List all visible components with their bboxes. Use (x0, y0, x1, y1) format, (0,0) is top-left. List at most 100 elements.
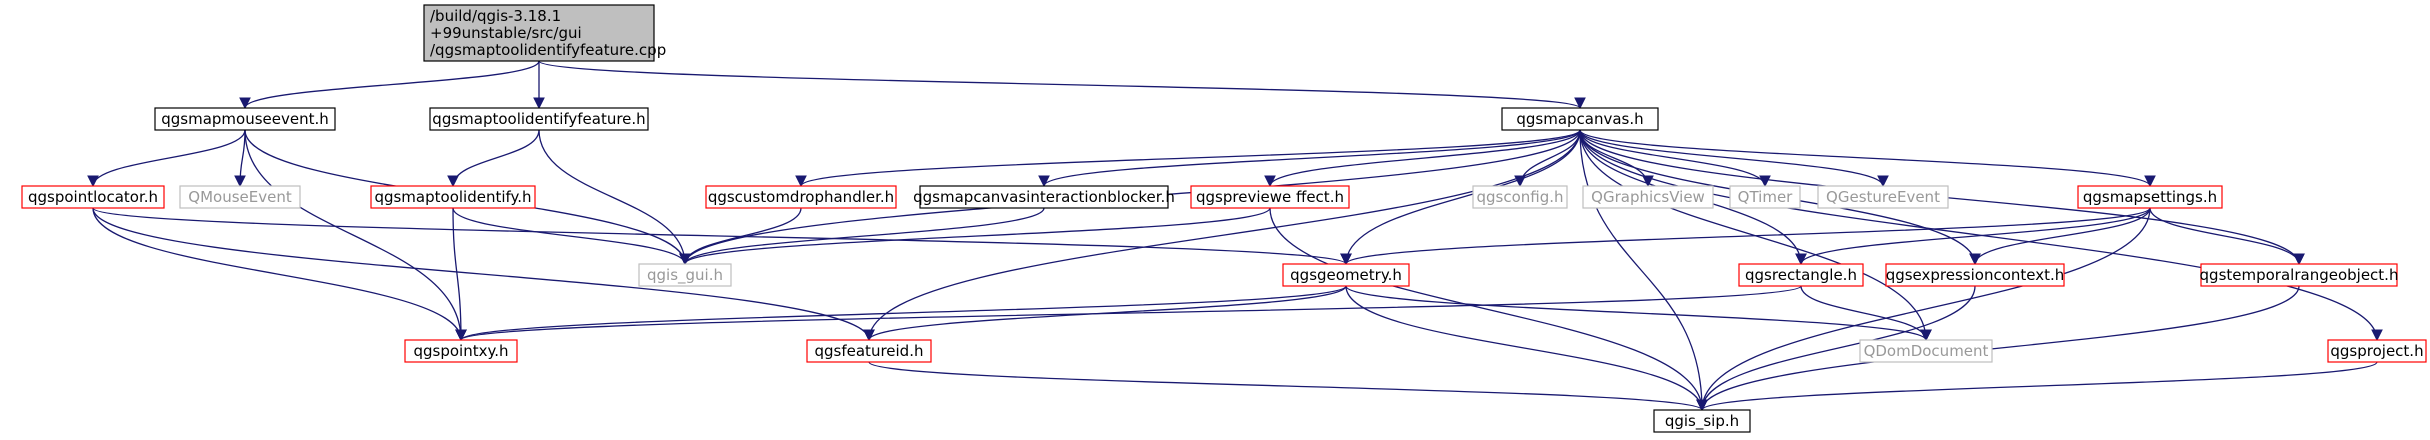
edge-mapcanvas-to-customdrophandler (795, 129, 1581, 188)
node-label-previeweffect: qgspreviewe ffect.h (1196, 188, 1344, 206)
edge-mapsettings-to-rectangle (1795, 207, 2151, 266)
node-box-identifyfeature_h (429, 107, 649, 131)
node-label-qtimer: QTimer (1738, 188, 1794, 206)
node-box-pointlocator (21, 185, 165, 209)
edge-geometry-to-qdomdocument (1345, 285, 1932, 342)
node-qgraphicsview[interactable]: QGraphicsView (1582, 185, 1714, 209)
node-box-qgsconfig (1472, 185, 1568, 209)
node-maptoolidentify[interactable]: qgsmaptoolidentify.h (370, 185, 536, 209)
edge-geometry-to-pointxy (455, 285, 1347, 342)
node-label-qgraphicsview: QGraphicsView (1591, 188, 1705, 206)
node-label-mouseevent: qgsmapmouseevent.h (161, 110, 329, 128)
edge-previeweffect-to-qgis_gui (679, 207, 1271, 266)
edge-mapcanvas-to-qgestureevent (1579, 129, 1889, 188)
node-box-qgestureevent (1817, 185, 1949, 209)
node-box-customdrophandler (705, 185, 897, 209)
node-label-qgestureevent: QGestureEvent (1826, 188, 1940, 206)
edge-mapsettings-to-temporalrange (2149, 207, 2305, 266)
node-box-temporalrange (2200, 263, 2398, 287)
node-box-interactionblocker (919, 185, 1169, 209)
node-mapsettings[interactable]: qgsmapsettings.h (2077, 185, 2223, 209)
root-label-line-1: +99unstable/src/gui (430, 24, 582, 42)
node-expressioncontext[interactable]: qgsexpressioncontext.h (1885, 263, 2065, 287)
edge-previeweffect-to-qgis_sip (1269, 207, 1708, 412)
root-label-line-2: /qgsmaptoolidentifyfeature.cpp (430, 41, 666, 59)
node-mapcanvas[interactable]: qgsmapcanvas.h (1501, 107, 1659, 131)
root-label-line-0: /build/qgis-3.18.1 (430, 7, 561, 25)
node-label-qgsconfig: qgsconfig.h (1476, 188, 1563, 206)
node-box-geometry (1282, 263, 1410, 287)
edge-mouseevent-to-pointlocator (87, 129, 246, 188)
node-root[interactable]: /build/qgis-3.18.1+99unstable/src/gui/qg… (423, 4, 666, 62)
node-box-mapcanvas (1501, 107, 1659, 131)
node-label-qmouseevent: QMouseEvent (188, 188, 292, 206)
edge-identifyfeature_h-to-qgis_gui (538, 129, 691, 266)
edge-mapcanvas-to-qtimer (1579, 129, 1771, 188)
node-box-mouseevent (154, 107, 336, 131)
node-box-maptoolidentify (370, 185, 536, 209)
edge-mapcanvas-to-mapsettings (1579, 129, 2156, 188)
node-label-mapsettings: qgsmapsettings.h (2083, 188, 2217, 206)
node-customdrophandler[interactable]: qgscustomdrophandler.h (705, 185, 897, 209)
node-label-mapcanvas: qgsmapcanvas.h (1516, 110, 1643, 128)
node-box-qgraphicsview (1582, 185, 1714, 209)
edge-mapcanvas-to-geometry (1340, 129, 1581, 266)
edge-interactionblocker-to-qgis_gui (679, 207, 1045, 266)
node-label-qdomdocument: QDomDocument (1864, 342, 1989, 360)
edge-project-to-qgis_sip (1696, 361, 2378, 412)
node-box-rectangle (1738, 263, 1864, 287)
edge-mapcanvas-to-qgis_sip (1579, 129, 1708, 412)
node-geometry[interactable]: qgsgeometry.h (1282, 263, 1410, 287)
edge-root-to-mapcanvas (538, 60, 1586, 110)
node-project[interactable]: qgsproject.h (2327, 339, 2427, 363)
node-identifyfeature_h[interactable]: qgsmaptoolidentifyfeature.h (429, 107, 649, 131)
node-temporalrange[interactable]: qgstemporalrangeobject.h (2200, 263, 2399, 287)
edge-mapsettings-to-expressioncontext (1969, 207, 2151, 266)
node-label-qgis_gui: qgis_gui.h (647, 266, 723, 285)
edge-temporalrange-to-qgis_sip (1696, 285, 2300, 412)
edge-rectangle-to-qdomdocument (1800, 285, 1932, 342)
edge-mapcanvas-to-previeweffect (1264, 129, 1581, 188)
edge-pointlocator-to-pointxy (92, 207, 467, 342)
edge-mapcanvas-to-featureid (863, 129, 1581, 342)
node-box-qgis_gui (638, 263, 732, 287)
node-label-pointlocator: qgspointlocator.h (28, 188, 158, 206)
node-label-temporalrange: qgstemporalrangeobject.h (2200, 266, 2399, 284)
edge-rectangle-to-pointxy (455, 285, 1802, 342)
node-label-expressioncontext: qgsexpressioncontext.h (1886, 266, 2065, 284)
node-box-qdomdocument (1859, 339, 1993, 363)
node-qgsconfig[interactable]: qgsconfig.h (1472, 185, 1568, 209)
node-qgis_sip[interactable]: qgis_sip.h (1653, 409, 1751, 433)
node-box-pointxy (404, 339, 518, 363)
edge-expressioncontext-to-qgis_sip (1696, 285, 1976, 412)
node-qgestureevent[interactable]: QGestureEvent (1817, 185, 1949, 209)
edge-maptoolidentify-to-qgis_gui (452, 207, 691, 266)
node-qmouseevent[interactable]: QMouseEvent (179, 185, 301, 209)
node-featureid[interactable]: qgsfeatureid.h (806, 339, 932, 363)
node-rectangle[interactable]: qgsrectangle.h (1738, 263, 1864, 287)
node-label-pointxy: qgspointxy.h (413, 342, 508, 360)
node-qtimer[interactable]: QTimer (1729, 185, 1801, 209)
edge-mapcanvas-to-project (1579, 129, 2383, 342)
node-previeweffect[interactable]: qgspreviewe ffect.h (1190, 185, 1350, 209)
node-qdomdocument[interactable]: QDomDocument (1859, 339, 1993, 363)
edge-mapcanvas-to-interactionblocker (1038, 129, 1581, 188)
node-label-project: qgsproject.h (2330, 342, 2423, 360)
node-label-geometry: qgsgeometry.h (1290, 266, 1402, 284)
node-label-interactionblocker: qgsmapcanvasinteractionblocker.h (913, 188, 1175, 206)
node-box-expressioncontext (1885, 263, 2065, 287)
edge-pointlocator-to-featureid (92, 207, 875, 342)
node-box-featureid (806, 339, 932, 363)
node-label-qgis_sip: qgis_sip.h (1665, 412, 1739, 431)
node-pointlocator[interactable]: qgspointlocator.h (21, 185, 165, 209)
node-box-project (2327, 339, 2427, 363)
node-mouseevent[interactable]: qgsmapmouseevent.h (154, 107, 336, 131)
node-qgis_gui[interactable]: qgis_gui.h (638, 263, 732, 287)
edge-mouseevent-to-qmouseevent (234, 129, 246, 188)
edge-pointlocator-to-geometry (92, 207, 1352, 266)
node-pointxy[interactable]: qgspointxy.h (404, 339, 518, 363)
node-interactionblocker[interactable]: qgsmapcanvasinteractionblocker.h (913, 185, 1175, 209)
edge-mouseevent-to-pointxy (244, 129, 467, 342)
edge-identifyfeature_h-to-maptoolidentify (447, 129, 540, 188)
